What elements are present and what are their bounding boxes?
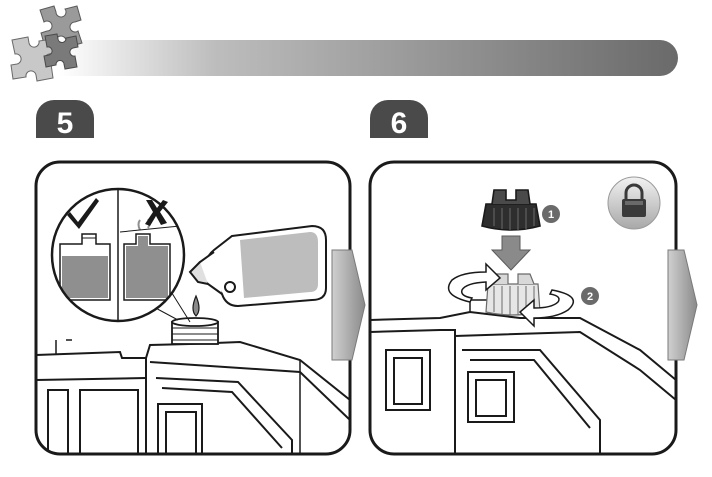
next-step-arrow-2	[667, 249, 698, 361]
step-6-number: 6	[391, 107, 408, 140]
machine-body-right	[370, 299, 676, 454]
step-5-number: 5	[57, 107, 74, 140]
down-arrow-icon	[490, 235, 532, 271]
cap-icon	[481, 189, 541, 231]
fill-level-magnifier	[50, 187, 186, 323]
header-bar	[60, 40, 678, 76]
overfilled-level	[123, 218, 171, 301]
correct-fill-level	[59, 233, 111, 301]
machine-body-left	[36, 339, 350, 454]
rotate-arrow-icon	[447, 262, 574, 328]
cross-icon	[145, 200, 168, 226]
next-step-arrow-1	[331, 249, 366, 361]
svg-text:1: 1	[548, 209, 554, 221]
marker-2: 2	[581, 287, 599, 305]
checkmark-icon	[67, 198, 99, 229]
oil-drop	[192, 294, 200, 317]
oil-bottle	[188, 224, 327, 308]
svg-text:2: 2	[587, 291, 593, 303]
step-6-badge: 6	[370, 100, 428, 140]
padlock-icon	[607, 176, 661, 230]
marker-1: 1	[542, 205, 560, 223]
step-6-panel: 1 2	[368, 160, 678, 456]
fill-neck	[171, 317, 219, 345]
puzzle-pieces-icon	[10, 5, 83, 82]
step-5-badge: 5	[36, 100, 94, 140]
